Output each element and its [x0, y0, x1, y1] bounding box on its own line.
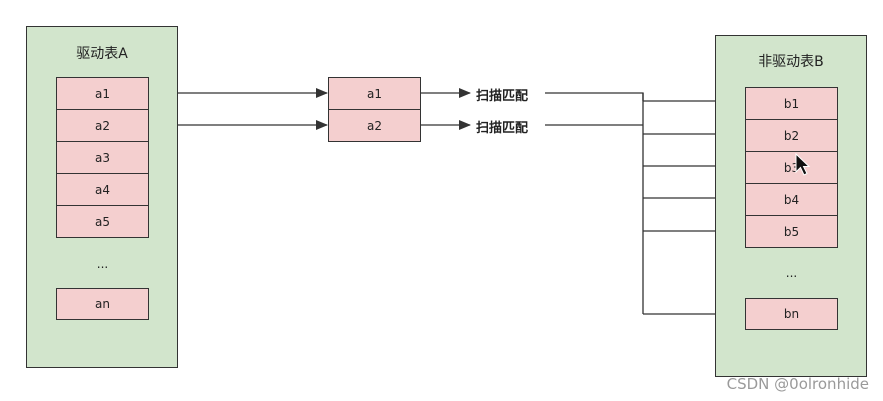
row-a2: a2 — [56, 109, 149, 142]
match-label-2: 扫描匹配 — [476, 121, 529, 136]
row-b1: b1 — [745, 87, 838, 120]
row-a4: a4 — [56, 173, 149, 206]
row-a1: a1 — [56, 77, 149, 110]
selected-row-a2: a2 — [328, 109, 421, 142]
non-driving-table-ellipsis: ... — [785, 266, 798, 280]
watermark: CSDN @0olronhide — [726, 375, 869, 393]
row-b3: b3 — [745, 151, 838, 184]
row-b5: b5 — [745, 215, 838, 248]
row-an: an — [56, 288, 149, 320]
row-b4: b4 — [745, 183, 838, 216]
non-driving-table-title: 非驱动表B — [758, 54, 824, 70]
match1-to-bus — [545, 92, 644, 101]
driving-table-title: 驱动表A — [76, 46, 128, 62]
mouse-cursor-icon — [795, 153, 811, 176]
row-a3: a3 — [56, 141, 149, 174]
match-label-1: 扫描匹配 — [476, 89, 529, 104]
row-bn: bn — [745, 298, 838, 330]
selected-row-a1: a1 — [328, 77, 421, 110]
row-b2: b2 — [745, 119, 838, 152]
row-a5: a5 — [56, 205, 149, 238]
driving-table-ellipsis: ... — [96, 257, 109, 271]
